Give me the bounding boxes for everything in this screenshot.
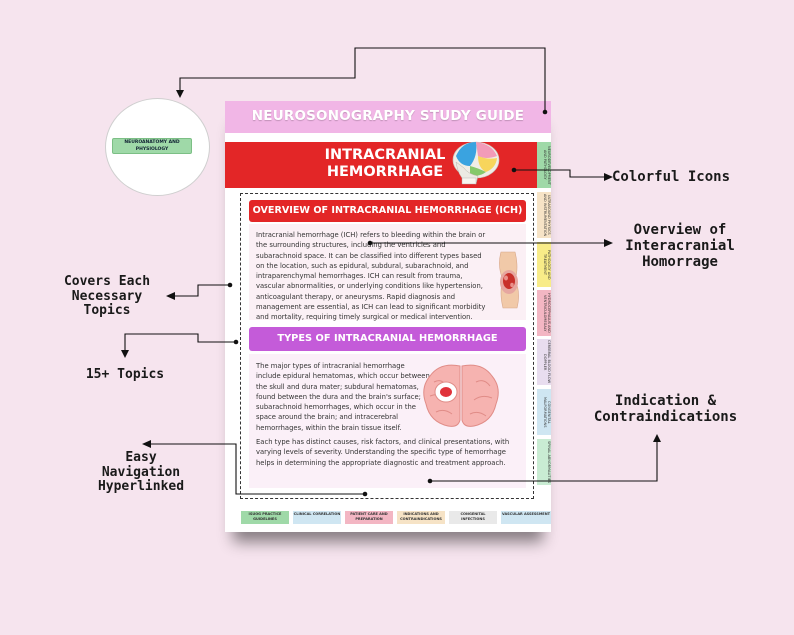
callout-overview-line1: Overview of bbox=[633, 222, 727, 238]
callout-15-topics: 15+ Topics bbox=[85, 367, 165, 382]
callout-covers-topics: Covers Each Necessary Topics bbox=[48, 274, 166, 319]
side-tab-2[interactable]: ULTRASOUND PHYSICS AND INSTRUMENTATION bbox=[537, 192, 551, 238]
callout-covers-line2: Necessary bbox=[71, 288, 143, 304]
section1-text: Intracranial hemorrhage (ICH) refers to … bbox=[256, 231, 486, 322]
callout-indication-line1: Indication & bbox=[614, 393, 717, 409]
callout-easy-line2: Navigation bbox=[101, 464, 181, 480]
bottom-tab-1[interactable]: ISUOG PRACTICE GUIDELINES bbox=[241, 511, 289, 524]
callout-easy-line3: Hyperlinked bbox=[97, 479, 185, 494]
callout-overview-line2: Interacranial bbox=[625, 238, 735, 254]
section2-header bbox=[249, 327, 526, 351]
callout-easy-navigation: Easy Navigation Hyperlinked bbox=[85, 450, 197, 495]
bottom-tab-5[interactable]: CONGENITAL INFECTIONS bbox=[449, 511, 497, 524]
side-tab-5[interactable]: CEREBRAL BLOOD FLOW DOPPLER bbox=[537, 339, 551, 385]
topic-title: INTRACRANIAL HEMORRHAGE bbox=[324, 147, 446, 180]
bottom-tab-2[interactable]: CLINICAL CORRELATION bbox=[293, 511, 341, 524]
section2-text-a: The major types of intracranial hemorrha… bbox=[256, 362, 430, 432]
bottom-tab-4[interactable]: INDICATIONS AND CONTRAINDICATIONS bbox=[397, 511, 445, 524]
side-tab-1[interactable]: NEURODEVELOPMENT AND PATHOLOGY bbox=[537, 142, 551, 188]
section1-heading: OVERVIEW OF INTRACRANIAL HEMORRHAGE (ICH… bbox=[252, 205, 523, 216]
callout-covers-line3: Topics bbox=[83, 303, 131, 318]
neuroanatomy-pill[interactable]: NEUROANATOMY AND PHYSIOLOGY bbox=[112, 138, 192, 154]
side-tab-3[interactable]: PATHOLOGY AND TREATMENT bbox=[537, 242, 551, 287]
bottom-tab-6[interactable]: VASCULAR ASSESSMENT bbox=[501, 511, 551, 524]
page-header bbox=[225, 101, 551, 133]
section2-heading: TYPES OF INTRACRANIAL HEMORRHAGE bbox=[277, 333, 498, 344]
bruise-icon bbox=[499, 251, 519, 309]
section2-text-b: Each type has distinct causes, risk fact… bbox=[256, 438, 510, 467]
page-title: NEUROSONOGRAPHY STUDY GUIDE bbox=[251, 108, 525, 124]
side-tab-6[interactable]: CONGENITAL MALFORMATIONS bbox=[537, 389, 551, 435]
side-tab-7[interactable]: SPINAL ABNORMALITIES bbox=[537, 439, 551, 485]
bottom-tab-3[interactable]: PATIENT CARE AND PREPARATION bbox=[345, 511, 393, 524]
section1-box bbox=[249, 224, 526, 320]
side-tab-4[interactable]: HYDROCEPHALUS AND VENTRICULOMEGALY bbox=[537, 290, 551, 336]
callout-indication-line2: Contraindications bbox=[593, 408, 738, 425]
callout-overview-line3: Homorrage bbox=[642, 254, 718, 270]
callout-colorful-icons: Colorful Icons bbox=[612, 169, 731, 185]
callout-indication: Indication & Contraindications bbox=[578, 393, 753, 425]
content-frame bbox=[240, 193, 534, 499]
callout-easy-line1: Easy bbox=[125, 450, 157, 465]
skull-brain-icon bbox=[452, 141, 500, 185]
callout-covers-line1: Covers Each bbox=[63, 274, 151, 289]
section1-header bbox=[249, 200, 526, 222]
brain-hemorrhage-icon bbox=[423, 364, 499, 427]
callout-overview: Overview of Interacranial Homorrage bbox=[600, 222, 760, 270]
